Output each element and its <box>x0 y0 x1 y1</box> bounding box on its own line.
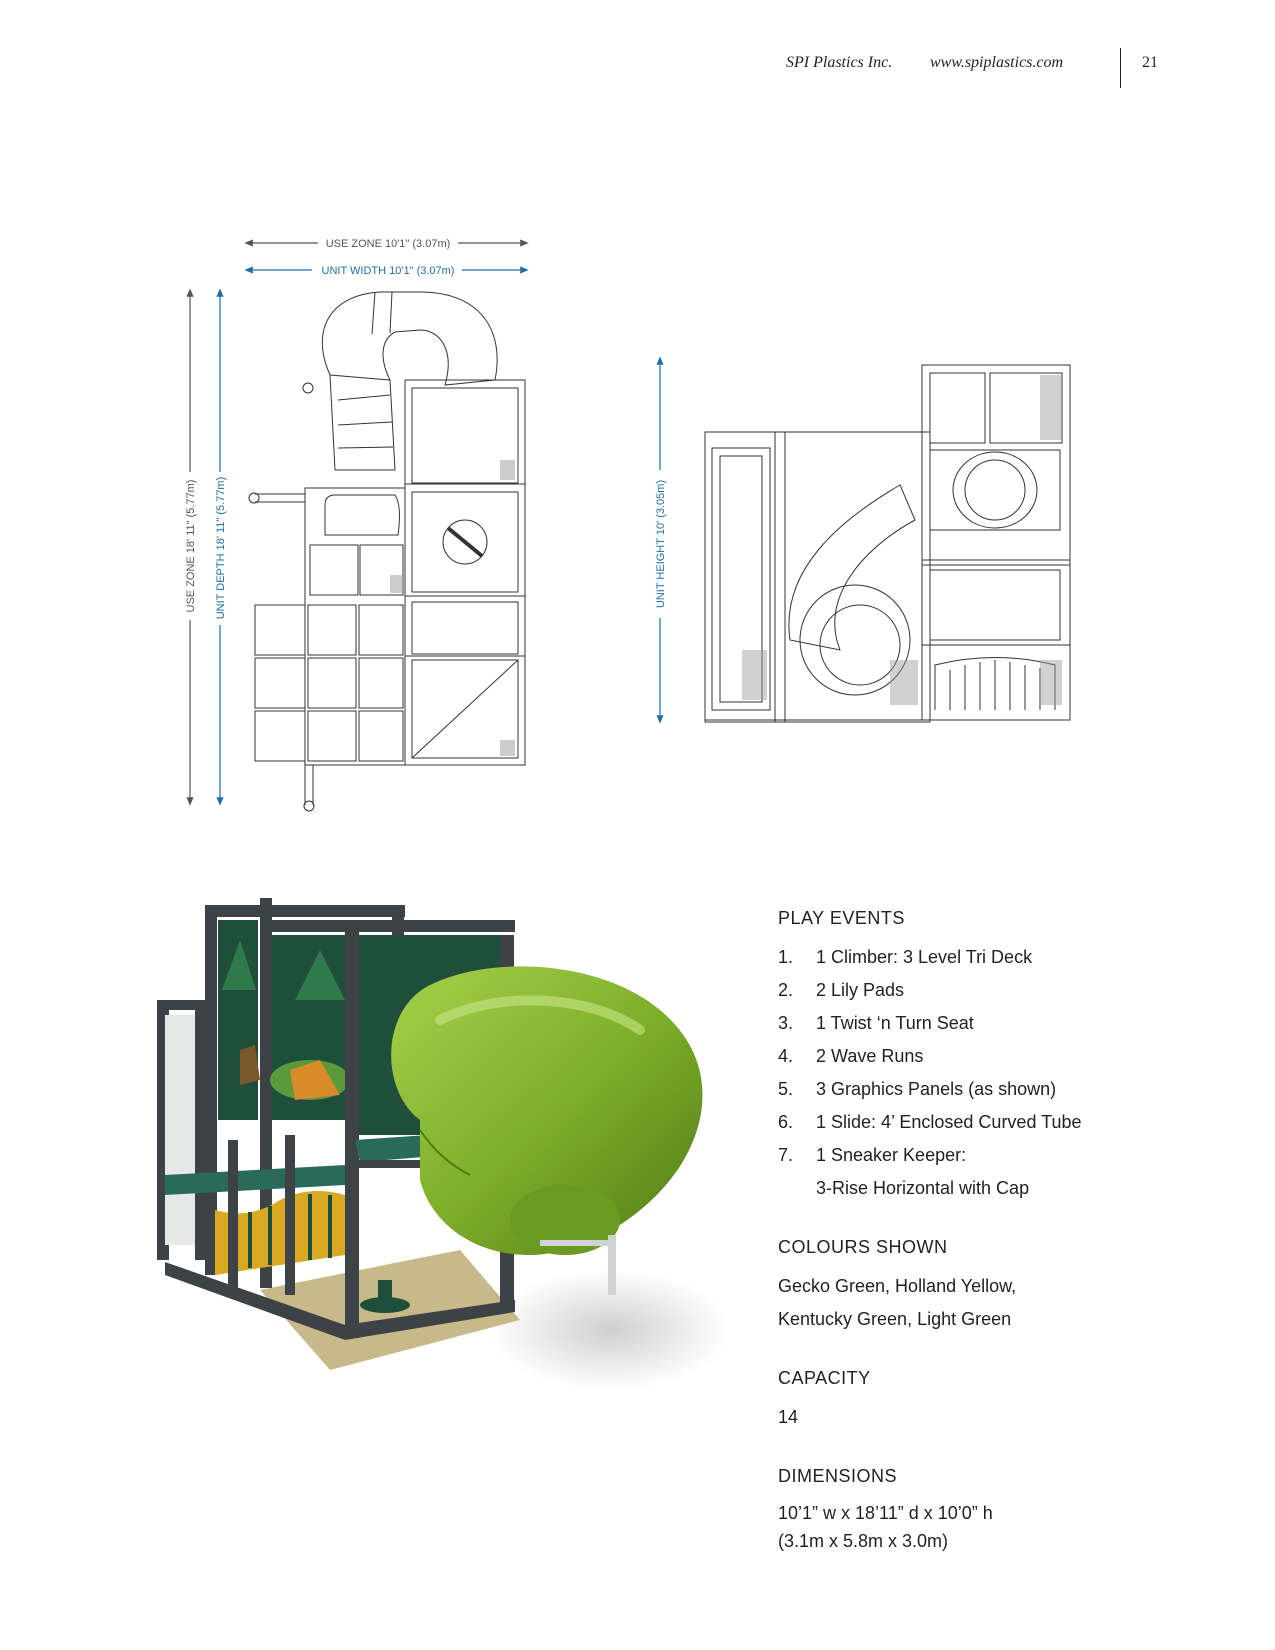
colours-section: COLOURS SHOWN Gecko Green, Holland Yello… <box>778 1231 1218 1336</box>
dimensions-title: DIMENSIONS <box>778 1466 898 1486</box>
play-event-item: 2. 2 Lily Pads <box>778 974 1218 1007</box>
play-event-number: 3. <box>778 1013 794 1033</box>
play-event-item: 3-Rise Horizontal with Cap <box>778 1172 1218 1205</box>
play-event-text: 1 Twist ‘n Turn Seat <box>816 1013 974 1033</box>
unit-height-label: UNIT HEIGHT 10' (3.05m) <box>655 480 667 608</box>
play-event-number: 1. <box>778 947 794 967</box>
play-event-text: 2 Wave Runs <box>816 1046 924 1066</box>
capacity-value: 14 <box>778 1407 799 1427</box>
play-events-section: PLAY EVENTS 1. 1 Climber: 3 Level Tri Dec… <box>778 902 1218 1205</box>
plan-dimensions: USE ZONE 10'1" (3.07m) UNIT WIDTH 10'1" … <box>185 238 667 806</box>
plan-view-drawing <box>248 291 526 812</box>
website-link[interactable]: www.spiplastics.com <box>930 54 1064 71</box>
play-event-number: 6. <box>778 1112 794 1132</box>
play-event-text: 3 Graphics Panels (as shown) <box>816 1079 1057 1099</box>
play-events-title: PLAY EVENTS <box>778 908 905 928</box>
unit-width-label: UNIT WIDTH 10'1" (3.07m) <box>322 265 455 277</box>
play-event-text: 3-Rise Horizontal with Cap <box>816 1178 1030 1198</box>
play-event-text: 1 Climber: 3 Level Tri Deck <box>816 947 1033 967</box>
play-event-text: 2 Lily Pads <box>816 980 905 1000</box>
play-event-text: 1 Slide: 4’ Enclosed Curved Tube <box>816 1112 1082 1132</box>
colours-line-1: Gecko Green, Holland Yellow, <box>778 1276 1017 1296</box>
use-zone-depth-label: USE ZONE 18' 11" (5.77m) <box>185 480 197 613</box>
play-event-item: 3. 1 Twist ‘n Turn Seat <box>778 1007 1218 1040</box>
play-event-item: 1. 1 Climber: 3 Level Tri Deck <box>778 941 1218 974</box>
play-event-number: 7. <box>778 1145 794 1165</box>
header-divider <box>1120 48 1121 88</box>
colours-line-2: Kentucky Green, Light Green <box>778 1309 1012 1329</box>
dimensions-section: DIMENSIONS 10’1” w x 18’11” d x 10’0” h … <box>778 1460 1218 1555</box>
dimensions-line-2: (3.1m x 5.8m x 3.0m) <box>778 1531 949 1551</box>
dimensions-line-1: 10’1” w x 18’11” d x 10’0” h <box>778 1503 993 1523</box>
elevation-view-drawing <box>704 364 1071 723</box>
capacity-section: CAPACITY 14 <box>778 1362 1218 1434</box>
company-name: SPI Plastics Inc. <box>786 54 893 71</box>
product-rendering <box>157 898 730 1390</box>
capacity-title: CAPACITY <box>778 1368 871 1388</box>
page-number: 21 <box>1142 54 1158 71</box>
play-event-number <box>778 1172 816 1205</box>
play-event-item: 6. 1 Slide: 4’ Enclosed Curved Tube <box>778 1106 1218 1139</box>
play-event-item: 7. 1 Sneaker Keeper: <box>778 1139 1218 1172</box>
play-event-number: 5. <box>778 1079 794 1099</box>
play-event-number: 2. <box>778 980 794 1000</box>
play-event-number: 4. <box>778 1046 794 1066</box>
unit-depth-label: UNIT DEPTH 18' 11" (5.77m) <box>215 477 227 620</box>
play-events-list: 1. 1 Climber: 3 Level Tri Deck 2. 2 Lily Pa… <box>778 941 1218 1205</box>
play-event-text: 1 Sneaker Keeper: <box>816 1145 967 1165</box>
use-zone-width-label: USE ZONE 10'1" (3.07m) <box>326 238 451 250</box>
play-event-item: 4. 2 Wave Runs <box>778 1040 1218 1073</box>
colours-title: COLOURS SHOWN <box>778 1237 948 1257</box>
spec-column: PLAY EVENTS 1. 1 Climber: 3 Level Tri Dec… <box>778 902 1218 1581</box>
play-event-item: 5. 3 Graphics Panels (as shown) <box>778 1073 1218 1106</box>
